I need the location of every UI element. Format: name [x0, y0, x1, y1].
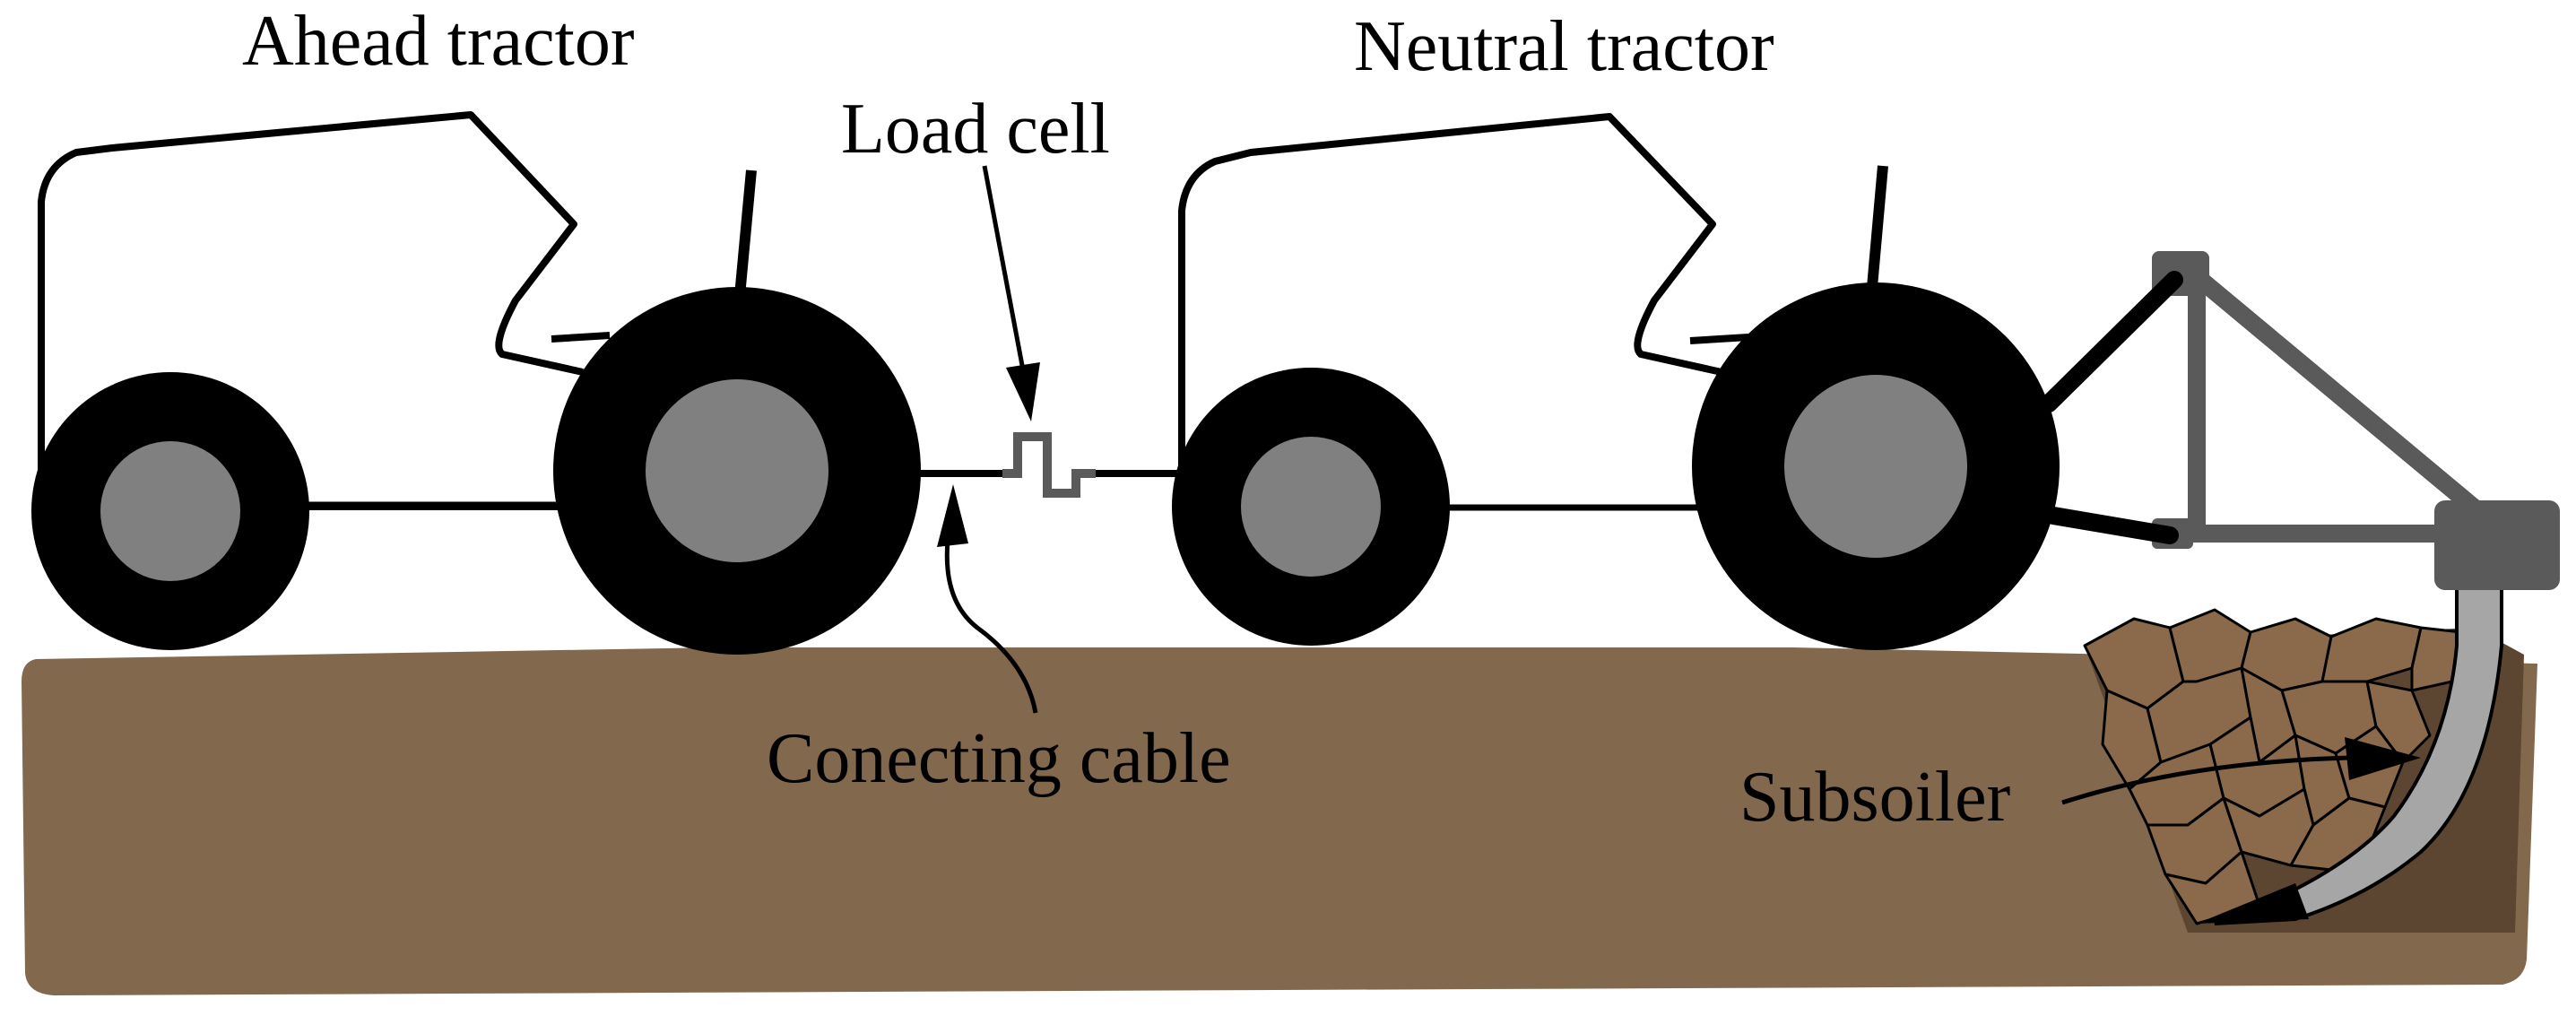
subsoiler-arrowhead: [2345, 737, 2421, 780]
subsoiler-pointer: [2061, 755, 2350, 805]
shank-blade: [2214, 581, 2503, 925]
label-subsoiler: Subsoiler: [1739, 758, 2010, 837]
neutral-tractor-steering: [1689, 334, 1749, 344]
ahead-tractor-cab: [38, 111, 584, 462]
subsoiler-shank: [2197, 581, 2503, 925]
hitch-lower-link: [2044, 507, 2179, 544]
toolbar-block: [2434, 500, 2560, 590]
ahead-tractor-exhaust: [734, 169, 757, 297]
ahead-tractor-front-wheel: [31, 372, 309, 650]
cable-pointer: [944, 519, 1038, 714]
neutral-tractor-rear-wheel: [1692, 282, 2060, 650]
ahead-tractor-rear-wheel: [553, 287, 921, 655]
neutral-tractor: [1178, 113, 1888, 466]
neutral-tractor-cab: [1178, 113, 1722, 466]
label-load-cell: Load cell: [841, 90, 1110, 169]
soil-body: [22, 647, 2537, 995]
load-cell-arrowhead: [1006, 362, 1040, 421]
label-ahead-tractor: Ahead tractor: [242, 2, 635, 81]
neutral-tractor-exhaust: [1867, 165, 1888, 288]
neutral-front-hub: [1241, 437, 1381, 577]
ahead-rear-hub: [646, 379, 828, 562]
three-point-hitch: [2179, 260, 2493, 543]
neutral-rear-hub: [1784, 375, 1967, 558]
load-cell-pointer: [982, 165, 1027, 376]
ahead-tractor-steering: [551, 332, 611, 343]
shank-tip: [2197, 883, 2309, 924]
soil-clods: [2083, 608, 2463, 925]
label-neutral-tractor: Neutral tractor: [1354, 7, 1774, 86]
label-connecting-cable: Conecting cable: [767, 719, 1231, 798]
cable-arrowhead: [937, 484, 968, 547]
ahead-front-hub: [100, 441, 240, 581]
hitch-upper-link: [2040, 271, 2183, 412]
neutral-tractor-front-wheel: [1172, 368, 1450, 646]
load-cell: [1002, 432, 1096, 498]
